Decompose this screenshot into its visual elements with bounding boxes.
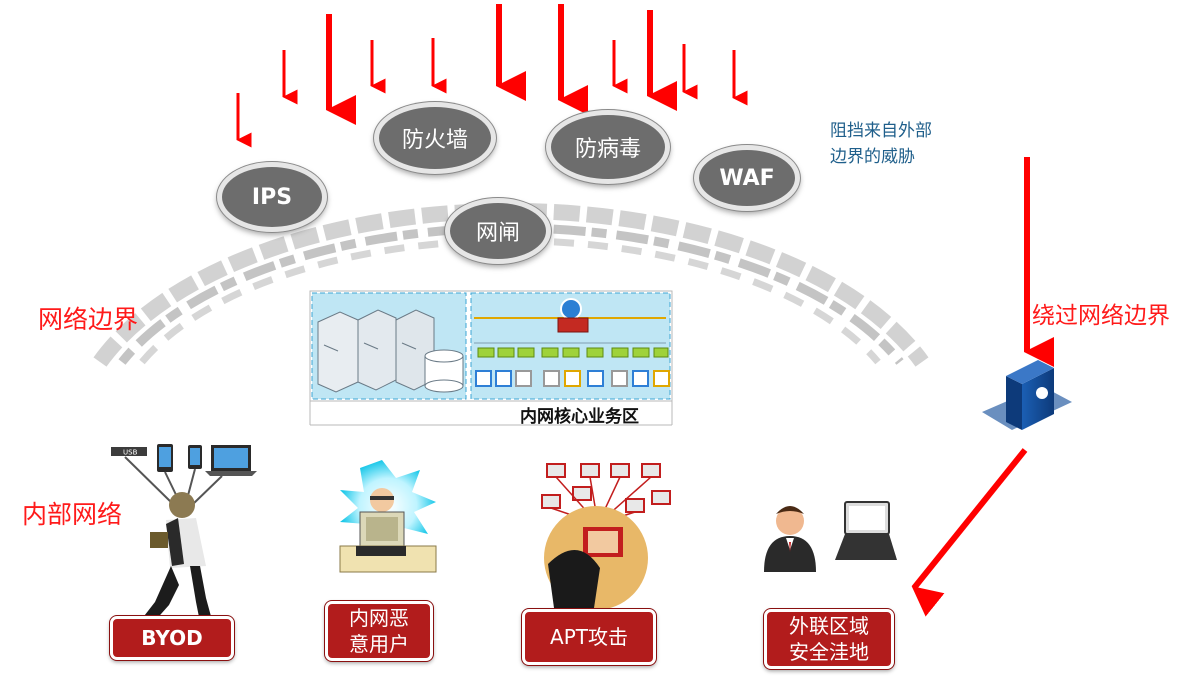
bypass-arrow-diagonal <box>911 448 1028 617</box>
apt-badge-label: APT攻击 <box>550 625 628 649</box>
firewall-icon <box>474 298 666 344</box>
ips-label: IPS <box>251 184 293 210</box>
apt-illustration <box>541 463 671 610</box>
firewall-oval: 防火墙 <box>374 102 496 174</box>
antivirus-oval: 防病毒 <box>546 110 670 184</box>
gatekeeper-oval: 网闸 <box>445 198 551 264</box>
apt-badge: APT攻击 <box>522 609 656 665</box>
network-boundary-label: 网络边界 <box>38 305 139 334</box>
byod-badge-label: BYOD <box>141 626 203 650</box>
server-icon <box>317 309 435 393</box>
block-note-line1: 阻挡来自外部 <box>830 121 932 141</box>
endpoint-icons <box>475 370 670 387</box>
external-zone-line2: 安全洼地 <box>789 640 869 664</box>
block-note-line2: 边界的威胁 <box>830 147 915 167</box>
antivirus-label: 防病毒 <box>574 137 641 162</box>
malicious-user-line2: 意用户 <box>349 632 409 656</box>
insider-illustration <box>339 460 437 573</box>
malicious-user-badge: 内网恶 意用户 <box>325 601 433 661</box>
ips-oval: IPS <box>217 162 327 232</box>
external-zone-badge: 外联区域 安全洼地 <box>764 609 894 669</box>
waf-label: WAF <box>719 165 775 191</box>
firewall-label: 防火墙 <box>401 128 468 153</box>
internal-network-label: 内部网络 <box>22 500 123 529</box>
byod-badge: BYOD <box>110 616 234 660</box>
waf-oval: WAF <box>694 145 800 211</box>
database-icon <box>424 349 464 393</box>
gatekeeper-label: 网闸 <box>475 221 520 246</box>
usb-icon <box>111 447 147 456</box>
bypass-boundary-label: 绕过网络边界 <box>1032 303 1170 329</box>
external-zone-line1: 外联区域 <box>789 614 869 638</box>
malicious-user-line1: 内网恶 <box>349 606 409 630</box>
byod-person <box>141 492 212 623</box>
usb-label: USB <box>123 449 138 457</box>
core-zone-caption: 内网核心业务区 <box>520 407 639 427</box>
switch-rack-icons <box>477 347 669 358</box>
finance-building-icon: Finance <box>982 360 1072 437</box>
block-threat-note: 阻挡来自外部 边界的威胁 <box>830 118 932 170</box>
external-user-illustration <box>764 501 897 572</box>
threat-arrows <box>236 4 1054 617</box>
